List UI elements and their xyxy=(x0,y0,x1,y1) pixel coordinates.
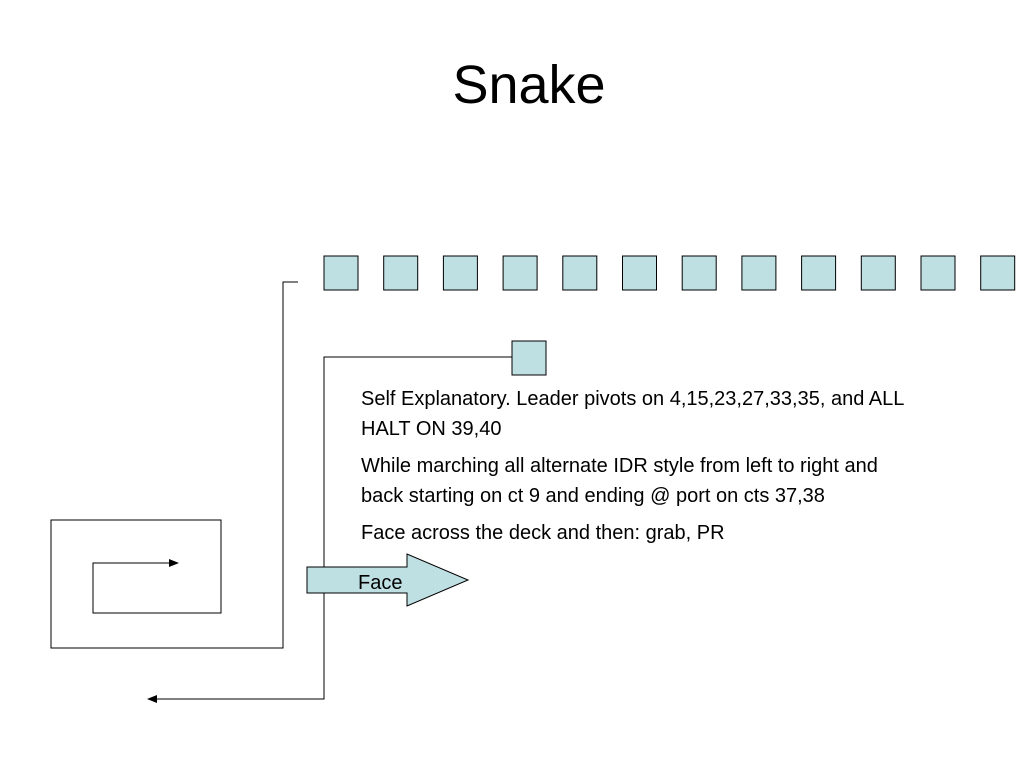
marcher-square xyxy=(980,255,1016,291)
marcher-square xyxy=(860,255,896,291)
instruction-paragraph-2: While marching all alternate IDR style f… xyxy=(361,455,878,507)
marcher-square xyxy=(681,255,717,291)
instructions-text: Self Explanatory. Leader pivots on 4,15,… xyxy=(361,384,921,555)
marcher-square xyxy=(920,255,956,291)
marcher-square xyxy=(442,255,478,291)
instruction-paragraph-1: Self Explanatory. Leader pivots on 4,15,… xyxy=(361,388,904,440)
face-arrow-icon xyxy=(306,553,470,607)
marcher-square xyxy=(502,255,538,291)
marcher-square xyxy=(323,255,359,291)
instruction-paragraph-3: Face across the deck and then: grab, PR xyxy=(361,522,725,544)
marcher-square xyxy=(383,255,419,291)
marcher-square xyxy=(741,255,777,291)
face-arrow-label: Face xyxy=(358,572,403,594)
leader-marker xyxy=(511,340,547,376)
marcher-square xyxy=(622,255,657,291)
marcher-square xyxy=(801,255,837,291)
slide-title: Snake xyxy=(452,55,606,115)
outer-path-line xyxy=(50,281,298,649)
marcher-square xyxy=(562,255,598,291)
inner-path-line xyxy=(147,356,512,703)
marcher-row xyxy=(323,255,1016,291)
